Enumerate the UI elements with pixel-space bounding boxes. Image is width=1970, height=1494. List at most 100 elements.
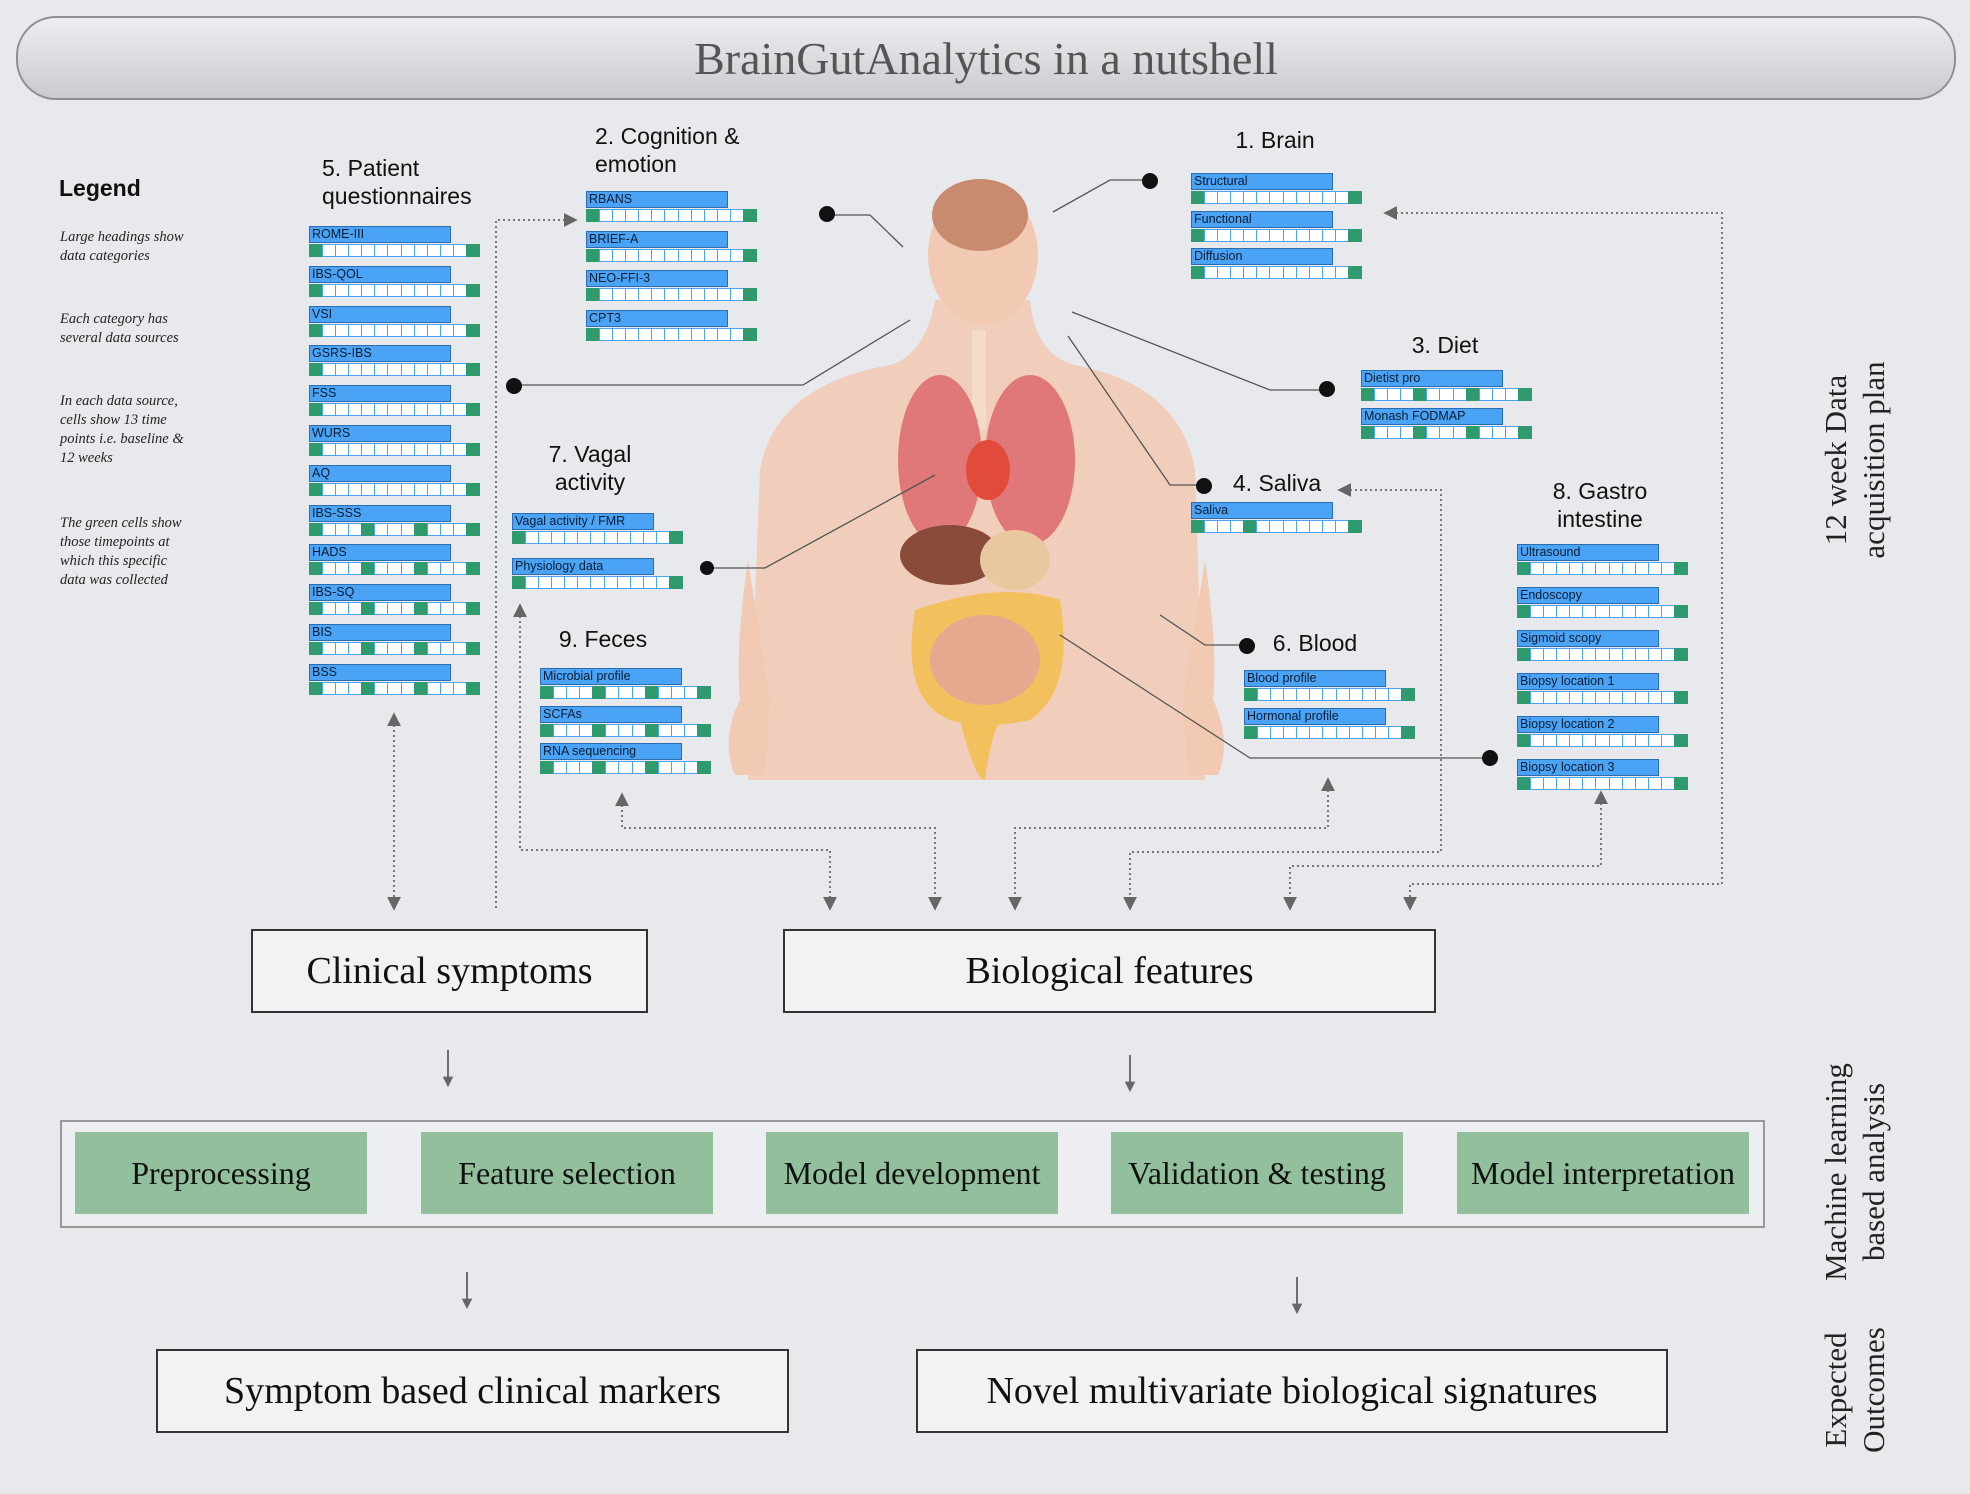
timepoint-cell-empty	[1478, 388, 1493, 401]
human-body-illustration	[728, 179, 1224, 780]
timepoint-cell-empty	[642, 531, 657, 544]
timepoint-cell-empty	[1595, 562, 1610, 575]
data-source-vagal: Physiology data	[512, 558, 684, 589]
timepoint-cell-collected	[1673, 648, 1689, 661]
timepoint-cell-empty	[579, 723, 594, 737]
timepoint-cell-empty	[664, 209, 679, 222]
category-title-blood: 6. Blood	[1272, 630, 1358, 656]
data-source-label: Hormonal profile	[1244, 708, 1386, 725]
timepoint-cell-empty	[683, 686, 698, 699]
timepoint-cell-empty	[400, 323, 415, 337]
timepoint-cell-empty	[1387, 388, 1402, 401]
timepoint-cell-empty	[452, 642, 467, 655]
timepoint-cell-collected	[512, 531, 527, 544]
timepoint-cell-empty	[1634, 691, 1649, 704]
timepoint-cell-collected	[1347, 266, 1363, 279]
timepoint-cell-empty	[1361, 726, 1376, 739]
timepoint-cell-empty	[1270, 688, 1285, 701]
timepoint-cell-empty	[1256, 191, 1271, 204]
timepoint-cell-empty	[1334, 228, 1349, 242]
category-title-vagal-activity: 7. Vagal activity	[548, 441, 632, 495]
timepoint-cell-empty	[1582, 777, 1597, 790]
timepoint-cell-empty	[657, 761, 672, 774]
side-label-acquisition-plan: 12 week Data acquisition plan	[1818, 361, 1891, 559]
timepoint-cell-collected	[644, 723, 659, 737]
timepoint-cell-empty	[1296, 726, 1311, 739]
timepoint-cell-empty	[1257, 726, 1272, 739]
data-source-label: Functional	[1191, 210, 1333, 228]
timepoint-cell-empty	[603, 531, 618, 544]
timepoint-cell-collected	[1673, 605, 1689, 618]
timepoint-cell-empty	[664, 248, 679, 262]
timepoint-cell-empty	[439, 602, 454, 616]
timepoint-cells	[309, 602, 481, 616]
data-source-label: WURS	[309, 425, 451, 442]
timepoint-cell-collected	[465, 642, 481, 655]
timepoint-cell-empty	[335, 363, 350, 377]
timepoint-cell-collected	[1517, 777, 1532, 790]
legend-note: Large headings show data categories	[60, 229, 184, 264]
timepoint-cell-empty	[1270, 726, 1285, 739]
timepoint-cell-empty	[322, 602, 337, 616]
timepoint-cell-empty	[322, 283, 337, 297]
timepoint-cell-collected	[592, 723, 607, 737]
timepoint-cell-empty	[1322, 726, 1337, 739]
timepoint-cell-empty	[361, 283, 376, 297]
timepoint-cell-empty	[413, 403, 428, 417]
timepoint-cell-empty	[651, 327, 666, 341]
timepoint-cell-collected	[1361, 388, 1376, 401]
timepoint-cell-empty	[1621, 605, 1636, 618]
timepoint-cell-collected	[1244, 688, 1259, 701]
timepoint-cell-empty	[651, 248, 666, 262]
timepoint-cells	[1517, 734, 1689, 747]
timepoint-cell-empty	[1556, 605, 1571, 618]
timepoint-cell-empty	[551, 531, 566, 544]
timepoint-cell-empty	[1582, 734, 1597, 747]
timepoint-cell-empty	[566, 761, 581, 774]
timepoint-cell-collected	[1413, 426, 1428, 439]
data-source-label: Biopsy location 2	[1517, 716, 1659, 733]
timepoint-cell-empty	[1647, 691, 1662, 704]
timepoint-cell-collected	[465, 244, 481, 257]
timepoint-cell-empty	[374, 363, 389, 377]
timepoint-cell-empty	[452, 602, 467, 616]
timepoint-cell-empty	[1439, 388, 1454, 401]
timepoint-cell-collected	[1517, 648, 1532, 661]
timepoint-cell-empty	[400, 522, 415, 536]
timepoint-cells	[1191, 266, 1363, 279]
timepoint-cell-empty	[1452, 426, 1467, 439]
data-source-cognition: NEO-FFI-3	[586, 270, 758, 301]
data-source-label: Ultrasound	[1517, 544, 1659, 561]
timepoint-cell-empty	[638, 248, 653, 262]
pipeline-step-model-development: Model development	[766, 1132, 1058, 1214]
data-source-label: Physiology data	[512, 558, 654, 575]
timepoint-cell-empty	[1556, 734, 1571, 747]
timepoint-cell-empty	[1217, 191, 1232, 204]
brain-icon	[932, 179, 1028, 251]
timepoint-cell-empty	[1295, 191, 1310, 204]
timepoint-cell-empty	[1595, 777, 1610, 790]
timepoint-cell-empty	[657, 723, 672, 737]
timepoint-cell-empty	[612, 209, 627, 222]
timepoint-cell-empty	[1296, 688, 1311, 701]
timepoint-cell-empty	[348, 681, 363, 695]
timepoint-cell-empty	[387, 443, 402, 456]
data-source-patient: ROME-III	[309, 226, 481, 257]
timepoint-cell-empty	[1634, 648, 1649, 661]
category-title-diet: 3. Diet	[1411, 332, 1479, 358]
timepoint-cell-collected	[1191, 228, 1206, 242]
data-source-blood: Blood profile	[1244, 670, 1416, 701]
timepoint-cells	[309, 482, 481, 496]
timepoint-cell-empty	[387, 482, 402, 496]
timepoint-cell-empty	[1647, 777, 1662, 790]
timepoint-cell-empty	[605, 723, 620, 737]
timepoint-cell-empty	[1660, 691, 1675, 704]
data-source-label: Biopsy location 3	[1517, 759, 1659, 776]
timepoint-cells	[1191, 191, 1363, 204]
timepoint-cell-empty	[579, 761, 594, 774]
timepoint-cell-collected	[1673, 777, 1689, 790]
timepoint-cell-empty	[335, 562, 350, 576]
timepoint-cell-empty	[564, 531, 579, 544]
timepoint-cell-empty	[361, 323, 376, 337]
timepoint-cell-empty	[348, 642, 363, 655]
